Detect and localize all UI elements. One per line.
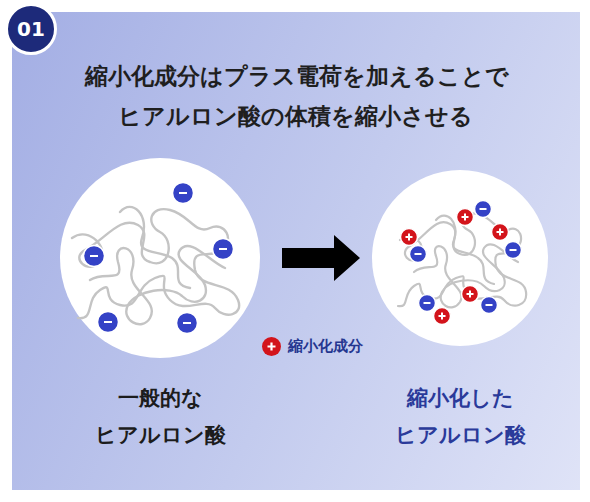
legend-swatch <box>262 337 281 356</box>
legend-text: 縮小化成分 <box>288 336 363 356</box>
badge-number: 01 <box>17 19 45 39</box>
node-label: 縮小化した ヒアルロン酸 <box>375 380 545 454</box>
plus-symbol <box>262 337 281 356</box>
node-label: 一般的な ヒアルロン酸 <box>75 380 245 454</box>
plus-stroke <box>268 342 276 350</box>
legend: 縮小化成分 <box>262 336 363 356</box>
block-arrow <box>282 235 360 281</box>
hyaluronic-acid-circle: 一般的な ヒアルロン酸 <box>60 158 260 358</box>
step-badge: 01 <box>5 3 57 55</box>
reduced-hyaluronic-acid-circle: 縮小化した ヒアルロン酸 <box>372 170 548 346</box>
diagram-title: 縮小化成分はプラス電荷を加えることで ヒアルロン酸の体積を縮小させる <box>85 56 505 136</box>
